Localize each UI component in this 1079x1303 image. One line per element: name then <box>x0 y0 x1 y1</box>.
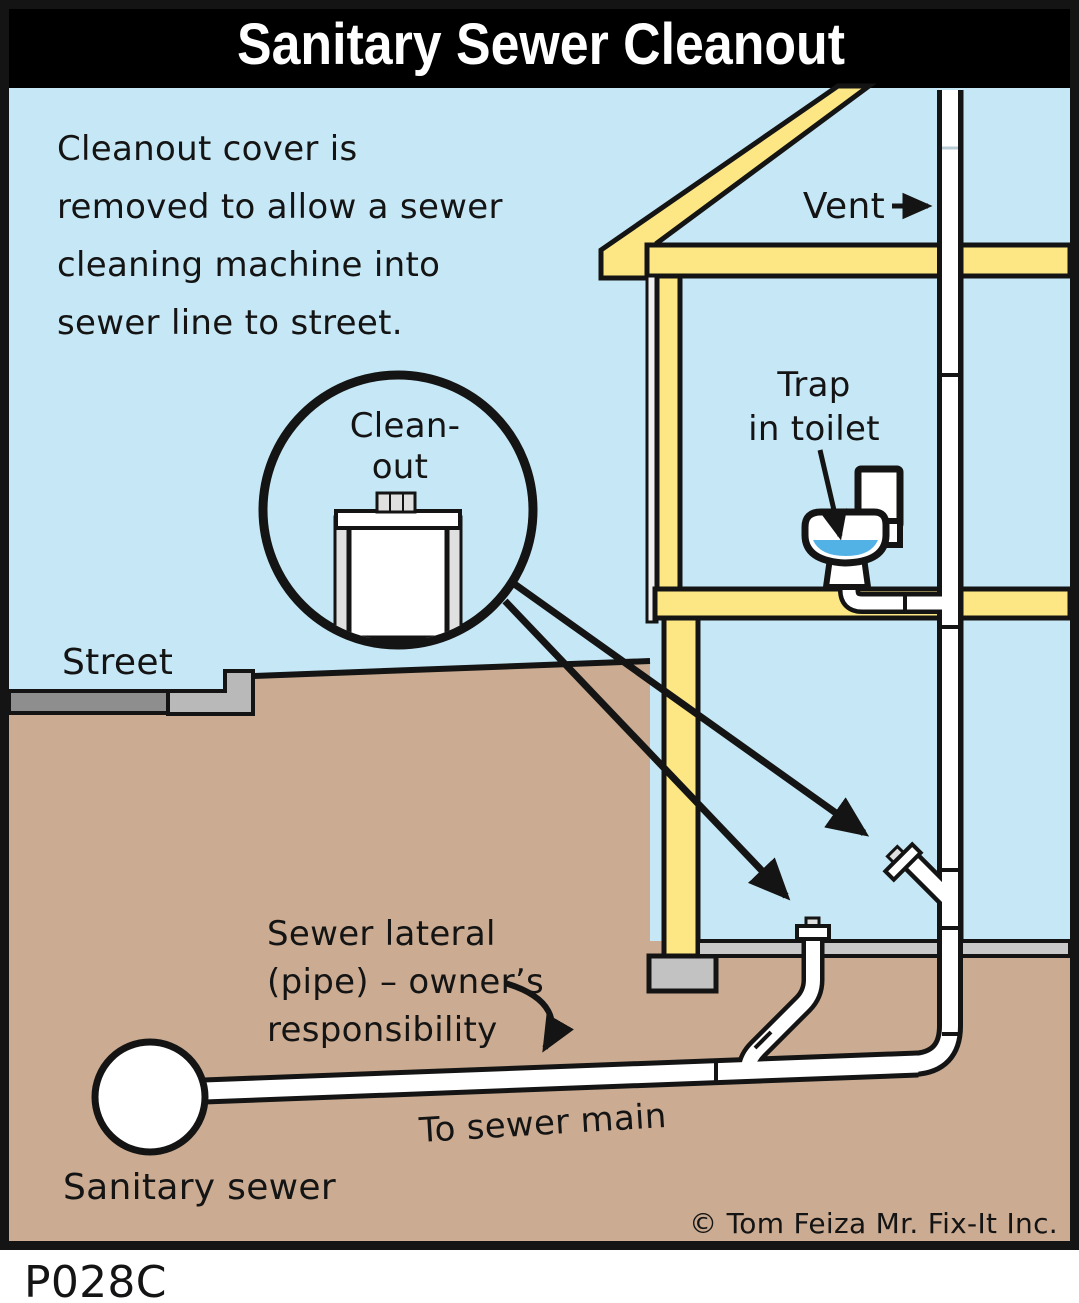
vent-stack <box>913 90 958 1072</box>
left-wall-stud <box>654 273 683 594</box>
floor-cleanout-cap <box>795 916 831 941</box>
foundation-footing <box>646 953 719 994</box>
trap-label-line2: in toilet <box>748 409 880 449</box>
sanitary-sewer-label: Sanitary sewer <box>63 1167 336 1208</box>
toilet <box>801 465 904 590</box>
cleanout-body <box>346 523 450 641</box>
cleanout-cover-plate <box>334 509 462 530</box>
title-bar <box>0 0 1079 88</box>
cleanout-magnifier: Clean- out <box>258 370 538 650</box>
street-road-surface <box>7 689 170 715</box>
caption-line-1: Cleanout cover is <box>57 129 358 169</box>
street-label: Street <box>62 642 173 683</box>
basement-floor-slab <box>696 939 1072 958</box>
lateral-arrow <box>504 980 574 1053</box>
pipe-joint <box>753 1030 773 1050</box>
copyright-text: © Tom Feiza Mr. Fix-It Inc. <box>689 1207 1058 1240</box>
lateral-label-line3: responsibility <box>267 1010 498 1050</box>
diagram-code: P028C <box>24 1257 167 1303</box>
cleanout-cap-plate <box>795 924 831 941</box>
toilet-trap-water <box>813 540 878 556</box>
lateral-label-line1: Sewer lateral <box>267 914 496 954</box>
caption-line-3: cleaning machine into <box>57 245 440 285</box>
sewer-lateral-pipe <box>203 1055 919 1100</box>
street-curb <box>166 669 255 716</box>
diagram-labels: Cleanout cover is removed to allow a sew… <box>57 129 1058 1240</box>
pointer-arrow-to-floor-cleanout <box>502 598 791 901</box>
toilet-drain-pipe <box>842 570 948 610</box>
stack-cleanout-cap <box>882 841 924 883</box>
floor-cleanout-riser <box>741 938 820 1070</box>
trap-label-line1: Trap <box>776 365 850 405</box>
lens-label-line2: out <box>372 447 429 487</box>
lateral-label-line2: (pipe) – owner’s <box>267 962 544 1002</box>
caption-line-2: removed to allow a sewer <box>57 187 503 227</box>
lens-label-line1: Clean- <box>350 406 461 446</box>
pipe-joints <box>714 146 958 1081</box>
cleanout-detail-drawing <box>333 491 463 641</box>
panel-border <box>0 0 1079 1250</box>
caption-line-4: sewer line to street. <box>57 303 403 343</box>
cleanout-cap-plate <box>882 841 924 883</box>
attic-ceiling-joist <box>644 242 1073 279</box>
trap-arrow <box>817 449 848 541</box>
page-title: Sanitary Sewer Cleanout <box>237 12 845 77</box>
stack-cleanout-branch <box>903 853 956 906</box>
pointer-arrow-to-stack-cleanout <box>510 580 870 837</box>
pipe-cores <box>203 90 958 1100</box>
cleanout-plug-nut <box>375 491 417 514</box>
sanitary-sewer-main <box>91 1038 209 1156</box>
vent-label: Vent <box>803 186 885 227</box>
ground-surface-line <box>252 658 651 679</box>
